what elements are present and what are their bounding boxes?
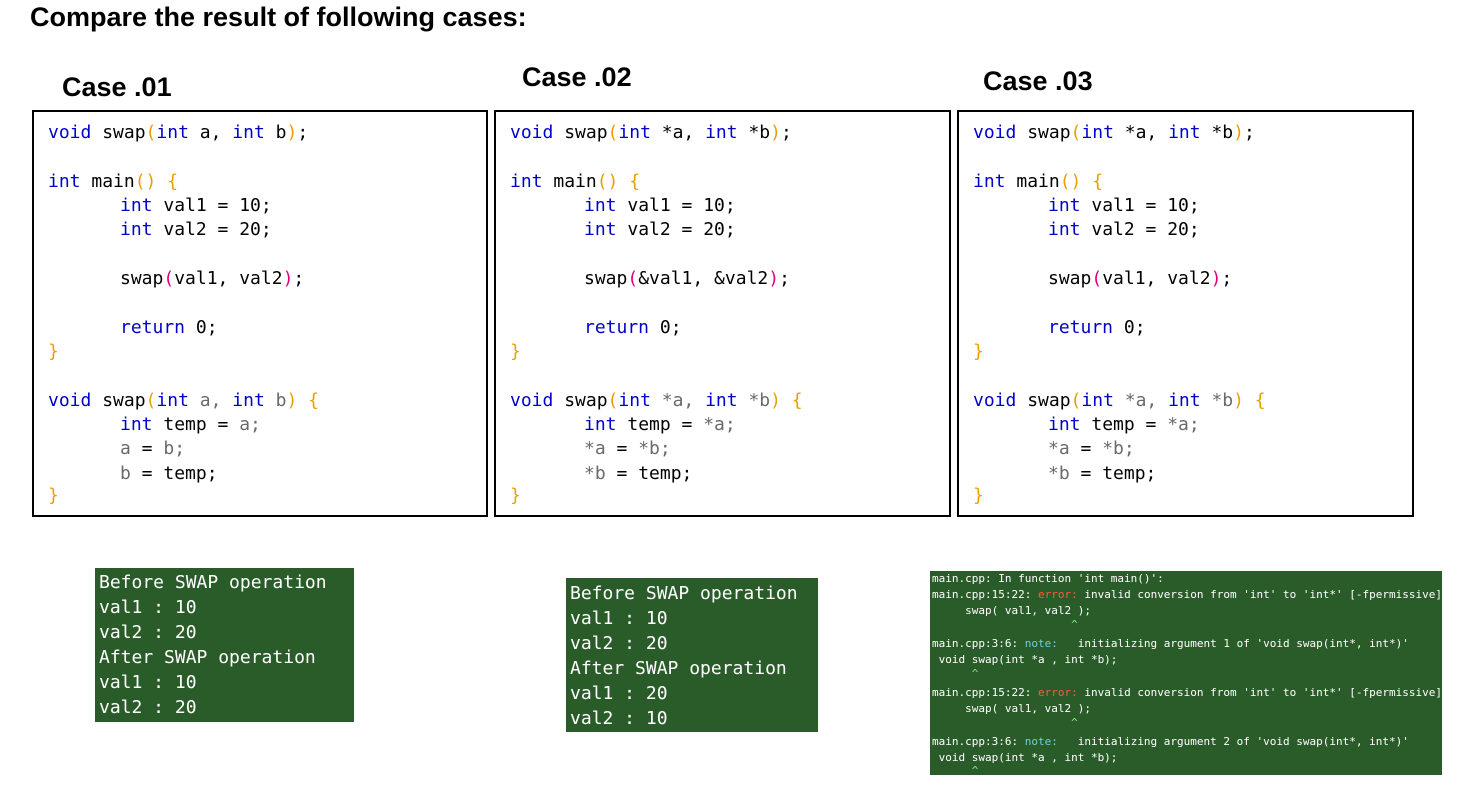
compiler-error-line: main.cpp:15:22: error: invalid conversio… — [932, 588, 1442, 601]
case-3-code-box: void swap(int *a, int *b); int main() { … — [957, 110, 1414, 517]
main-close-brace: } — [510, 341, 521, 362]
swap-call-line: swap(&val1, &val2); — [584, 268, 790, 289]
output-line: val1 : 10 — [570, 608, 668, 629]
output-line: Before SWAP operation — [99, 572, 327, 593]
temp-line: int temp = *a; — [584, 414, 736, 435]
swap-close-brace: } — [48, 485, 59, 506]
assign-line-2: *b = temp; — [1048, 463, 1157, 484]
compiler-line: swap( val1, val2 ); — [932, 702, 1091, 715]
assign-line-2: b = temp; — [120, 463, 218, 484]
swap-close-brace: } — [973, 485, 984, 506]
assign-line-1: *a = *b; — [1048, 438, 1135, 459]
return-line: return 0; — [584, 317, 682, 338]
temp-line: int temp = a; — [120, 414, 261, 435]
assign-line-1: a = b; — [120, 438, 186, 459]
return-line: return 0; — [1048, 317, 1146, 338]
compiler-line: void swap(int *a , int *b); — [932, 751, 1118, 764]
swap-definition-line: void swap(int *a, int *b) { — [973, 390, 1266, 411]
output-line: Before SWAP operation — [570, 583, 798, 604]
decl-line-1: int val1 = 10; — [1048, 195, 1200, 216]
decl-line-2: int val2 = 20; — [584, 219, 736, 240]
swap-definition-line: void swap(int a, int b) { — [48, 390, 319, 411]
case-1-code-box: void swap(int a, int b); int main() { in… — [32, 110, 488, 517]
output-line: val2 : 20 — [570, 633, 668, 654]
compiler-caret: ^ — [932, 716, 1078, 729]
case-3-compiler-output: main.cpp: In function 'int main()': main… — [930, 571, 1442, 775]
page-heading: Compare the result of following cases: — [30, 2, 527, 32]
compiler-caret: ^ — [932, 764, 979, 775]
main-close-brace: } — [48, 341, 59, 362]
main-signature-line: int main() { — [48, 171, 179, 192]
prototype-line: void swap(int *a, int *b); — [510, 122, 792, 143]
case-1-output-console: Before SWAP operation val1 : 10 val2 : 2… — [95, 568, 354, 722]
compiler-line: main.cpp: In function 'int main()': — [932, 572, 1164, 585]
swap-close-brace: } — [510, 485, 521, 506]
main-close-brace: } — [973, 341, 984, 362]
decl-line-1: int val1 = 10; — [120, 195, 272, 216]
output-line: val1 : 10 — [99, 597, 197, 618]
output-line: val1 : 10 — [99, 672, 197, 693]
output-line: val2 : 10 — [570, 708, 668, 729]
assign-line-2: *b = temp; — [584, 463, 693, 484]
compiler-error-line: main.cpp:15:22: error: invalid conversio… — [932, 686, 1442, 699]
swap-definition-line: void swap(int *a, int *b) { — [510, 390, 803, 411]
main-signature-line: int main() { — [510, 171, 641, 192]
decl-line-1: int val1 = 10; — [584, 195, 736, 216]
swap-call-line: swap(val1, val2); — [1048, 268, 1233, 289]
output-line: After SWAP operation — [99, 647, 316, 668]
return-line: return 0; — [120, 317, 218, 338]
compiler-note-line: main.cpp:3:6: note: initializing argumen… — [932, 735, 1409, 748]
main-signature-line: int main() { — [973, 171, 1104, 192]
compiler-line: void swap(int *a , int *b); — [932, 653, 1118, 666]
case-2-output-console: Before SWAP operation val1 : 10 val2 : 2… — [566, 578, 818, 732]
case-2-code-box: void swap(int *a, int *b); int main() { … — [494, 110, 951, 517]
output-line: val2 : 20 — [99, 622, 197, 643]
output-line: val1 : 20 — [570, 683, 668, 704]
prototype-line: void swap(int *a, int *b); — [973, 122, 1255, 143]
compiler-caret: ^ — [932, 618, 1078, 631]
assign-line-1: *a = *b; — [584, 438, 671, 459]
case-3-title: Case .03 — [983, 66, 1093, 96]
decl-line-2: int val2 = 20; — [1048, 219, 1200, 240]
compiler-line: swap( val1, val2 ); — [932, 604, 1091, 617]
compiler-note-line: main.cpp:3:6: note: initializing argumen… — [932, 637, 1409, 650]
case-2-title: Case .02 — [522, 62, 632, 92]
temp-line: int temp = *a; — [1048, 414, 1200, 435]
compiler-caret: ^ — [932, 667, 979, 680]
decl-line-2: int val2 = 20; — [120, 219, 272, 240]
case-1-title: Case .01 — [62, 72, 172, 102]
output-line: After SWAP operation — [570, 658, 787, 679]
output-line: val2 : 20 — [99, 697, 197, 718]
swap-call-line: swap(val1, val2); — [120, 268, 305, 289]
prototype-line: void swap(int a, int b); — [48, 122, 309, 143]
